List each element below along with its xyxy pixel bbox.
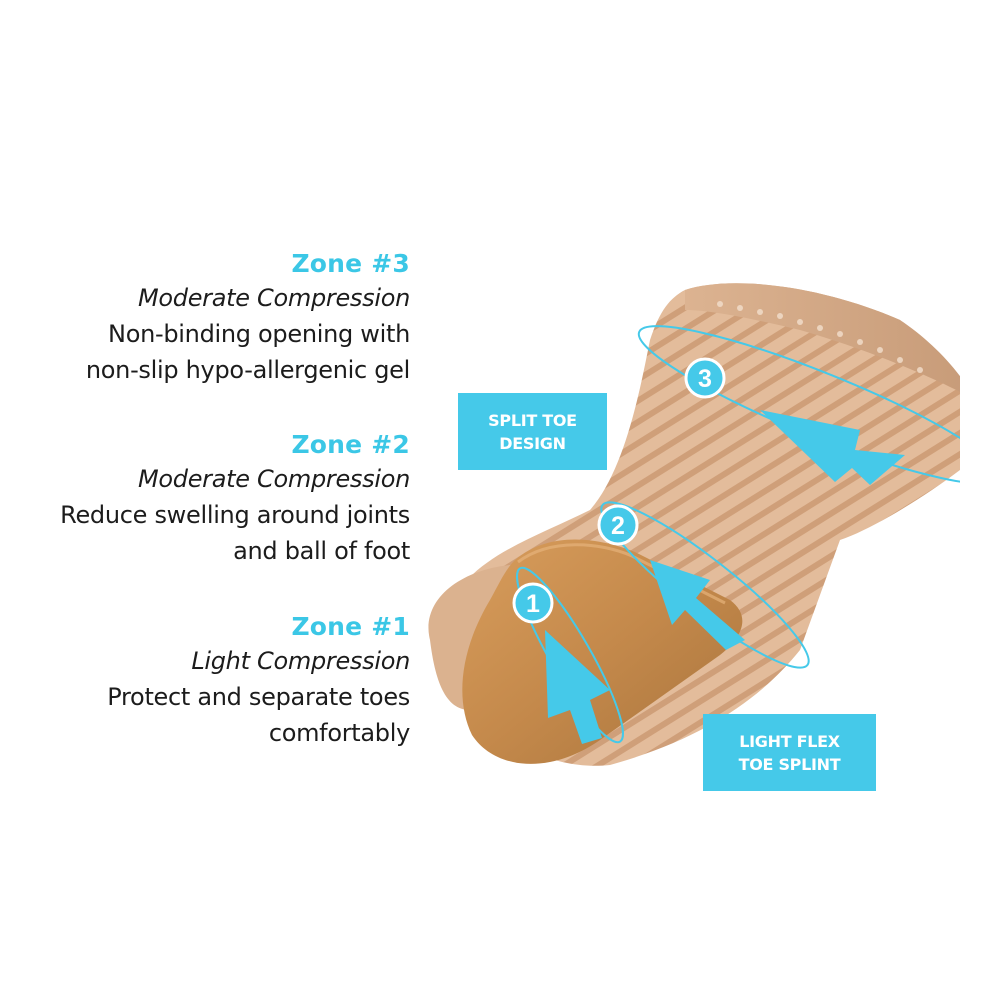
zone-2-marker: 2 [597, 504, 639, 546]
split-toe-callout-line-1: SPLIT TOE [488, 410, 577, 430]
zone-3-compression-level: Moderate Compression [137, 284, 410, 312]
zone-1-marker: 1 [512, 582, 554, 624]
zone-1-arrow [545, 630, 610, 744]
zone-2-arrow [650, 560, 745, 650]
zone-1-heading: Zone #1 [291, 612, 410, 641]
zone-1-compression-level: Light Compression [191, 647, 410, 675]
zone-2-block: Zone #2 Moderate Compression Reduce swel… [0, 428, 410, 569]
zone-1-description-line-1: Protect and separate toes [107, 683, 410, 711]
zone-3-arrow [760, 410, 905, 485]
splint-callout-line-2: TOE SPLINT [738, 754, 841, 774]
zone-3-heading: Zone #3 [291, 249, 410, 278]
zone-3-marker: 3 [684, 357, 726, 399]
zone-3-description-line-1: Non-binding opening with [108, 320, 410, 348]
split-toe-design-callout: SPLIT TOE DESIGN [458, 393, 607, 470]
zone-2-description-line-2: and ball of foot [233, 537, 410, 565]
splint-callout-line-1: LIGHT FLEX [739, 731, 840, 751]
zone-2-compression-level: Moderate Compression [137, 465, 410, 493]
zone-2-marker-label: 2 [611, 512, 625, 540]
zone-3-description-line-2: non-slip hypo-allergenic gel [85, 356, 410, 384]
zone-1-description-line-2: comfortably [268, 719, 410, 747]
zone-1-block: Zone #1 Light Compression Protect and se… [0, 610, 410, 751]
split-toe-callout-line-2: DESIGN [499, 433, 566, 453]
sleeve-cuff [685, 283, 960, 392]
zone-3-block: Zone #3 Moderate Compression Non-binding… [0, 247, 410, 388]
zone-2-description-line-1: Reduce swelling around joints [60, 501, 410, 529]
zone-2-heading: Zone #2 [291, 430, 410, 459]
product-illustration: 3 2 1 [428, 283, 960, 766]
light-flex-toe-splint-callout: LIGHT FLEX TOE SPLINT [703, 714, 876, 791]
zone-3-marker-label: 3 [698, 365, 712, 393]
zone-1-marker-label: 1 [526, 590, 540, 618]
